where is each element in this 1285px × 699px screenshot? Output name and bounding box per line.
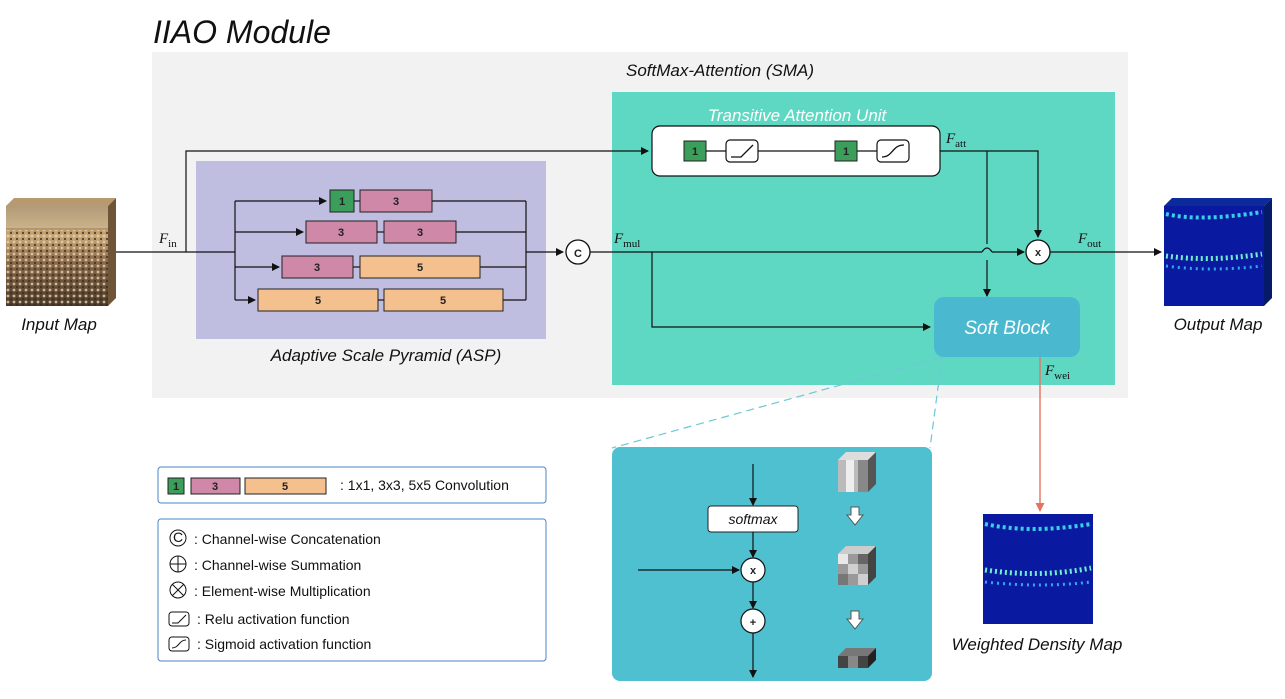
softmax-label: softmax xyxy=(728,511,778,527)
legend-relu-text: : Relu activation function xyxy=(197,611,350,627)
f-mul-label: Fmul xyxy=(613,231,640,250)
f-mul-to-soft-block xyxy=(651,252,931,331)
legend-conv3-label: 3 xyxy=(212,481,218,493)
asp-conv3a-row2-label: 3 xyxy=(338,227,344,239)
feature-cube-3 xyxy=(838,648,876,668)
asp-conv5b-row4 xyxy=(383,288,504,312)
asp-conv1-row1-label: 1 xyxy=(339,196,345,208)
input-map-image xyxy=(6,198,116,306)
tau-conv1-b-label: 1 xyxy=(843,146,849,158)
legend-relu-icon xyxy=(168,611,190,627)
asp-conv5a-row4 xyxy=(257,288,379,312)
legend-concat-icon xyxy=(169,529,187,547)
asp-conv3-row3 xyxy=(281,255,354,279)
legend-sum-text: : Channel-wise Summation xyxy=(194,557,361,573)
feature-cube-2 xyxy=(838,546,876,585)
output-caption: Output Map xyxy=(1174,315,1263,334)
down-arrow-1-icon xyxy=(845,506,865,526)
tau-conv1-a-label: 1 xyxy=(692,146,698,158)
input-caption: Input Map xyxy=(21,315,97,334)
legend-conv-text: : 1x1, 3x3, 5x5 Convolution xyxy=(340,477,509,493)
legend-conv1-swatch xyxy=(167,477,185,495)
f-att-to-mult xyxy=(940,150,1042,238)
weighted-caption: Weighted Density Map xyxy=(952,635,1123,654)
legend-conv5-label: 5 xyxy=(282,481,288,493)
asp-branches xyxy=(234,197,564,304)
legend-mult-text: : Element-wise Multiplication xyxy=(194,583,371,599)
asp-conv5-row3-label: 5 xyxy=(417,262,423,274)
weighted-density-map-image xyxy=(983,514,1093,624)
soft-block xyxy=(934,297,1080,357)
detail-plus-symbol: + xyxy=(750,617,756,629)
feature-cube-1 xyxy=(838,452,876,492)
legend-symbols-box xyxy=(157,518,547,662)
legend-concat-symbol: C xyxy=(173,529,183,545)
asp-conv3b-row2 xyxy=(383,220,457,244)
detail-mult-symbol: x xyxy=(750,565,757,577)
f-in-label: Fin xyxy=(158,231,177,250)
f-wei-label: Fwei xyxy=(1044,363,1070,382)
soft-block-detail xyxy=(612,447,932,681)
asp-conv3-row1 xyxy=(359,189,433,213)
sma-title: SoftMax-Attention (SMA) xyxy=(626,61,814,80)
asp-conv1-row1 xyxy=(329,189,355,213)
asp-conv5a-row4-label: 5 xyxy=(315,295,321,307)
legend-sum-icon xyxy=(169,555,187,573)
asp-conv3-row1-label: 3 xyxy=(393,196,399,208)
f-att-label: Fatt xyxy=(945,131,966,150)
relu-icon-curve xyxy=(731,144,754,158)
relu-icon xyxy=(725,139,759,163)
legend-conv5-swatch xyxy=(244,477,327,495)
output-map-image xyxy=(1164,198,1272,306)
asp-conv5b-row4-label: 5 xyxy=(440,295,446,307)
zoom-line-left xyxy=(611,356,943,449)
legend-conv3-swatch xyxy=(190,477,241,495)
legend-sigmoid-icon xyxy=(168,636,190,652)
asp-conv3b-row2-label: 3 xyxy=(417,227,423,239)
legend-concat-text: : Channel-wise Concatenation xyxy=(194,531,381,547)
soft-block-label: Soft Block xyxy=(964,318,1051,339)
sigmoid-icon-curve xyxy=(881,144,905,158)
down-arrow-2-icon xyxy=(845,610,865,630)
legend-sigmoid-text: : Sigmoid activation function xyxy=(197,636,371,652)
mult-symbol: x xyxy=(1035,247,1042,259)
line-crossover xyxy=(981,247,993,253)
asp-background xyxy=(196,161,546,339)
asp-conv3-row3-label: 3 xyxy=(314,262,320,274)
concat-symbol: C xyxy=(574,248,582,260)
module-title: IIAO Module xyxy=(153,14,331,50)
legend-mult-icon xyxy=(169,581,187,599)
zoom-line-right xyxy=(929,356,943,449)
tau-title: Transitive Attention Unit xyxy=(708,106,888,125)
asp-conv3a-row2 xyxy=(305,220,378,244)
asp-title: Adaptive Scale Pyramid (ASP) xyxy=(270,346,502,365)
skip-line-to-tau xyxy=(185,147,649,252)
f-out-label: Fout xyxy=(1077,231,1101,250)
legend-conv1-label: 1 xyxy=(173,481,179,493)
asp-conv5-row3 xyxy=(359,255,481,279)
